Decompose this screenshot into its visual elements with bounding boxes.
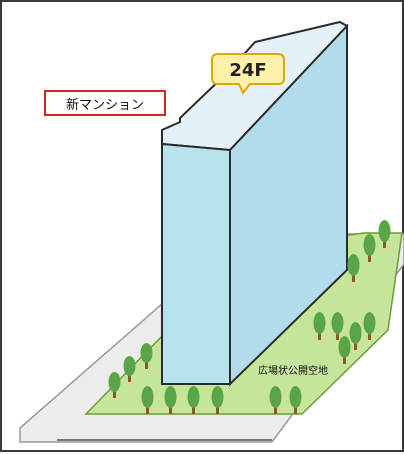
floor-badge-text: 24F bbox=[229, 60, 266, 81]
tree bbox=[347, 254, 360, 282]
tree bbox=[108, 372, 121, 398]
tree bbox=[363, 312, 376, 340]
tree bbox=[164, 386, 177, 414]
tree bbox=[349, 322, 362, 350]
tree bbox=[187, 386, 200, 414]
plaza-label: 広場状公開空地 bbox=[258, 364, 328, 377]
tree bbox=[331, 312, 344, 340]
floor-badge: 24F bbox=[211, 53, 285, 95]
tree bbox=[269, 386, 282, 414]
tree bbox=[363, 234, 376, 262]
tree bbox=[378, 220, 391, 248]
tree bbox=[338, 336, 351, 364]
tree bbox=[289, 386, 302, 414]
tree bbox=[140, 343, 153, 369]
building-name-label: 新マンション bbox=[44, 90, 166, 116]
tree bbox=[211, 386, 224, 414]
building-front-face bbox=[161, 142, 231, 385]
tree bbox=[123, 356, 136, 382]
tree-group bbox=[108, 220, 391, 414]
tree bbox=[313, 312, 326, 340]
tree bbox=[141, 386, 154, 414]
